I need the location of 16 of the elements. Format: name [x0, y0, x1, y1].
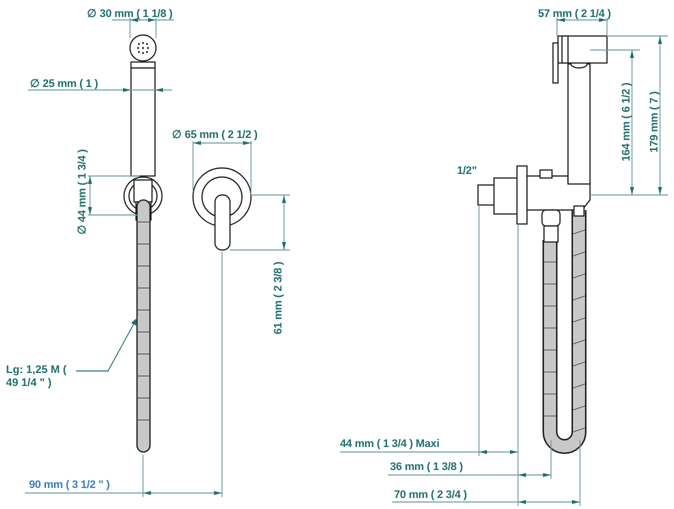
dimension-label: 44 mm ( 1 3/4 ) Maxi: [340, 438, 440, 451]
dimension-label: ∅ 25 mm ( 1 ): [30, 78, 98, 91]
dimension-label: 61 mm ( 2 3/8 ): [272, 262, 286, 334]
dimension-label: 164 mm ( 6 1/2 ): [620, 82, 634, 162]
dimension-label: 179 mm ( 7 ): [648, 91, 662, 153]
hose: [136, 199, 151, 453]
dimension-label: 57 mm ( 2 1/4 ): [538, 8, 611, 21]
hose-length-label: Lg: 1,25 M ( 49 1/4 " ): [6, 364, 72, 390]
dimension-label: 70 mm ( 2 3/4 ): [394, 489, 467, 502]
leader-line: [76, 318, 138, 372]
dimension-label: ∅ 44 mm ( 1 3/4 ): [76, 149, 90, 235]
dimension-label: 90 mm ( 3 1/2 " ): [29, 479, 110, 492]
dimension-label: 36 mm ( 1 3/8 ): [390, 461, 463, 474]
dimension-label: ∅ 65 mm ( 2 1/2 ): [172, 129, 258, 142]
dimension-label: 1/2": [457, 165, 477, 178]
dimension-label: ∅ 30 mm ( 1 1/8 ): [87, 8, 172, 21]
